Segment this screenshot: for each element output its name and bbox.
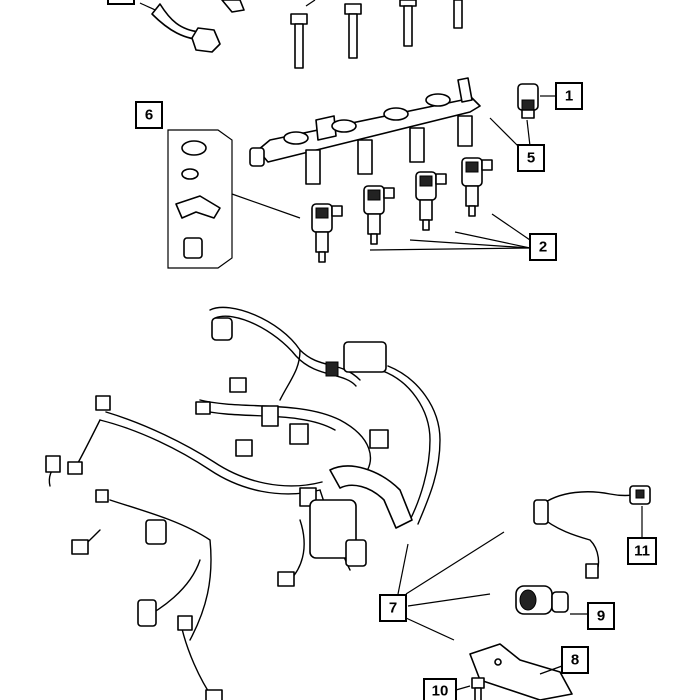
callout-5: 5 [517, 144, 545, 172]
svg-text:6: 6 [145, 107, 153, 124]
callout-1: 1 [555, 82, 583, 110]
callout-5-leaders [489, 117, 531, 147]
injector-4 [461, 157, 493, 217]
svg-text:11: 11 [634, 543, 650, 560]
callout-10: 10 [423, 678, 457, 700]
svg-text:2: 2 [539, 239, 547, 256]
svg-text:1: 1 [565, 88, 573, 105]
callout-9: 9 [587, 602, 615, 630]
svg-text:10: 10 [432, 683, 449, 700]
callout-8: 8 [561, 646, 589, 674]
bolt-10 [455, 677, 485, 700]
injector-2 [363, 185, 395, 245]
callout-2-leaders [369, 213, 531, 251]
callout-7: 7 [379, 594, 407, 622]
fuel-line-fitting [139, 0, 245, 53]
svg-text:7: 7 [389, 600, 397, 617]
bolts-top [290, 0, 463, 69]
svg-text:8: 8 [571, 652, 579, 669]
engine-wiring-harness [45, 306, 441, 700]
callout-2: 2 [529, 233, 557, 261]
injector-3 [415, 171, 447, 231]
callout-11: 11 [627, 537, 657, 565]
callout-7-leaders [397, 531, 505, 641]
injector-1 [311, 203, 343, 263]
jumper-harness [533, 485, 651, 579]
fuel-rail [249, 77, 481, 185]
callout-6: 6 [135, 101, 163, 129]
svg-text:5: 5 [527, 150, 535, 167]
bracket-8 [469, 643, 573, 700]
sensor-9 [515, 585, 588, 615]
callout-top-partial [107, 0, 135, 5]
fuel-injectors [311, 157, 493, 263]
svg-text:9: 9 [597, 608, 605, 625]
injector-seal-kit [167, 129, 301, 269]
fuel-pressure-sensor [517, 83, 556, 119]
